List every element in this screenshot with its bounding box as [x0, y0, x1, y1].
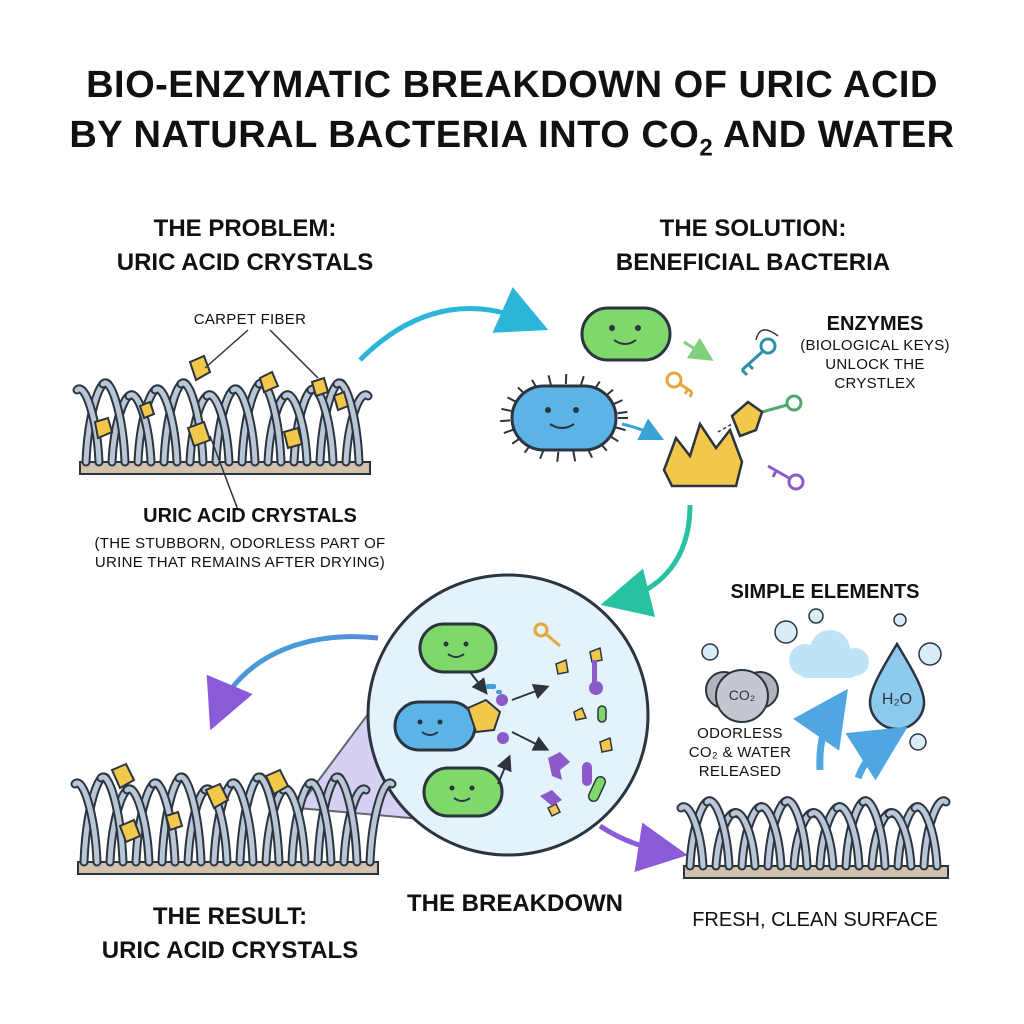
water-cloud-icon [789, 630, 869, 678]
carpet-fiber [886, 810, 914, 869]
carpet-fiber [150, 780, 178, 865]
carpet-fiber [98, 774, 126, 865]
carpet-result [70, 762, 397, 875]
carpet-clean [676, 796, 951, 879]
enzymes-label: ENZYMES (BIOLOGICAL KEYS) UNLOCK THE CRY… [800, 313, 950, 392]
carpet-fiber [100, 380, 128, 465]
breakdown-label: THE BREAKDOWN [407, 890, 623, 917]
carpet-fiber [282, 392, 310, 465]
key-icon [665, 337, 805, 491]
bacteria-green [580, 306, 672, 362]
bubble-icon [701, 608, 942, 751]
crystal-cluster [662, 400, 764, 488]
bacteria-blue [500, 373, 628, 462]
cilium [615, 426, 626, 432]
cilium [556, 451, 560, 462]
carpet-fiber [280, 786, 308, 865]
page-title-line2: BY NATURAL BACTERIA INTO CO2 AND WATER [69, 114, 955, 162]
simple-elements-heading: SIMPLE ELEMENTS [730, 581, 920, 603]
cilium [579, 375, 585, 386]
carpet-fiber [678, 804, 706, 869]
carpet-fiber [306, 780, 334, 865]
carpet-fiber [782, 798, 810, 869]
result-heading: THE RESULT:URIC ACID CRYSTALS [101, 903, 359, 964]
cilium [612, 399, 623, 406]
breakdown-circle [366, 573, 650, 857]
water-drop-icon: H₂O [868, 641, 926, 731]
cilium [617, 410, 628, 415]
carpet-fiber [808, 810, 836, 869]
carpet-fiber [921, 798, 949, 869]
arrow-solution-to-breakdown [600, 504, 693, 617]
solution-heading: THE SOLUTION:BENEFICIAL BACTERIA [615, 215, 891, 276]
carpet-fiber [152, 386, 180, 465]
cilium [507, 396, 517, 403]
carpet-fiber-label: CARPET FIBER [193, 311, 307, 328]
carpet-fiber [704, 798, 732, 869]
carpet-fiber [254, 774, 282, 865]
cilium [500, 419, 511, 423]
carpet-problem [72, 329, 373, 511]
carpet-fiber [756, 804, 784, 869]
carpet-fiber [176, 774, 204, 865]
carpet-fiber [230, 386, 258, 465]
carpet-fiber [178, 380, 206, 465]
carpet-fiber [367, 780, 395, 865]
problem-heading: THE PROBLEM:URIC ACID CRYSTALS [116, 215, 374, 276]
uric-crystals-label: URIC ACID CRYSTALS [143, 505, 357, 527]
page-title-line1: BIO-ENZYMATIC BREAKDOWN OF URIC ACID [86, 64, 938, 106]
carpet-fiber [228, 780, 256, 865]
carpet-fiber [834, 804, 862, 869]
carpet-fiber [72, 780, 100, 865]
arrow-breakdown-to-surface [598, 822, 688, 873]
carpet-fiber [730, 810, 758, 869]
carpet-fiber [74, 386, 102, 465]
arrow-breakdown-to-result [206, 634, 379, 731]
h2o-label: H₂O [882, 691, 912, 708]
carpet-fiber [860, 798, 888, 869]
carpet-fiber [334, 380, 362, 465]
carpet-fiber [204, 392, 232, 465]
uric-acid-crystal [93, 354, 350, 450]
carpet-fiber [912, 804, 940, 869]
arrow-problem-to-solution [358, 287, 549, 362]
cilium [501, 407, 512, 412]
carpet-fiber [332, 774, 360, 865]
cilium [503, 428, 514, 434]
cilium [572, 451, 577, 462]
co2-cloud-icon: CO₂ [705, 669, 779, 723]
clean-surface-label: FRESH, CLEAN SURFACE [692, 909, 938, 931]
carpet-fiber [124, 786, 152, 865]
co2-label: CO₂ [729, 687, 755, 703]
cilium [547, 375, 552, 386]
